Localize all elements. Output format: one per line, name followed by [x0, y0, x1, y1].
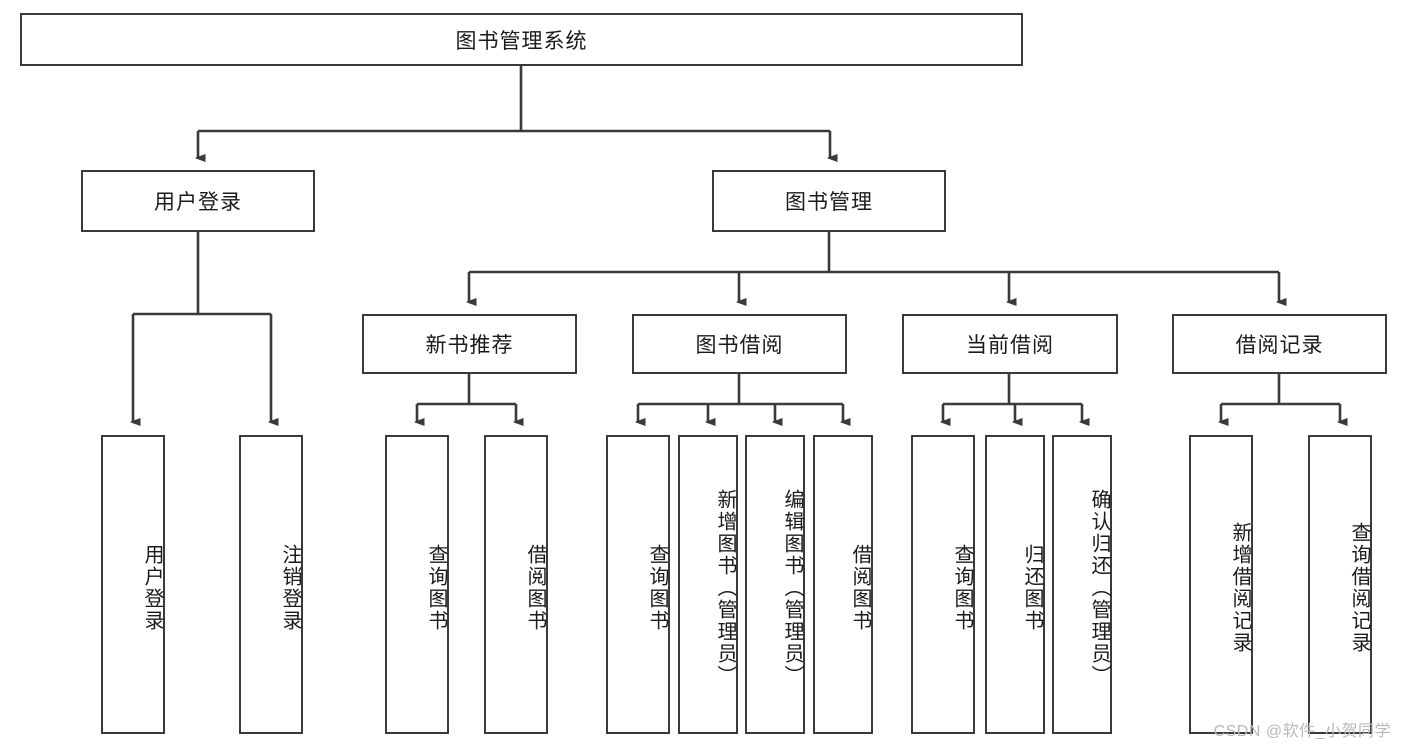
- leaf-query-book-current[interactable]: 查询图书: [911, 435, 975, 734]
- leaf-return-book[interactable]: 归还图书: [985, 435, 1045, 734]
- node-label: 归还图书: [1021, 543, 1043, 632]
- node-book-management[interactable]: 图书管理: [712, 170, 946, 232]
- leaf-query-book-borrow[interactable]: 查询图书: [606, 435, 670, 734]
- leaf-edit-book-admin[interactable]: 编辑图书（管理员）: [745, 435, 805, 734]
- node-label: 新增图书（管理员）: [714, 488, 736, 687]
- node-label: 查询图书: [425, 543, 447, 632]
- leaf-borrow-book[interactable]: 借阅图书: [813, 435, 873, 734]
- node-label: 借阅图书: [524, 543, 546, 632]
- node-label: 查询借阅记录: [1348, 521, 1370, 654]
- node-label: 当前借阅: [966, 334, 1054, 357]
- leaf-user-login[interactable]: 用户登录: [101, 435, 165, 734]
- node-label: 新增借阅记录: [1229, 521, 1251, 654]
- leaf-logout[interactable]: 注销登录: [239, 435, 303, 734]
- node-borrow-record[interactable]: 借阅记录: [1172, 314, 1387, 374]
- node-label: 图书管理: [785, 191, 873, 214]
- csdn-watermark: CSDN @软件_小贺同学: [1213, 723, 1391, 740]
- node-label: 注销登录: [279, 543, 301, 632]
- node-label: 借阅图书: [849, 543, 871, 632]
- node-label: 确认归还（管理员）: [1088, 488, 1110, 687]
- node-label: 借阅记录: [1235, 334, 1324, 357]
- node-label: 新书推荐: [425, 334, 514, 357]
- node-label: 图书管理系统: [455, 29, 588, 53]
- node-label: 查询图书: [951, 543, 973, 632]
- node-new-book-recommend[interactable]: 新书推荐: [362, 314, 577, 374]
- node-label: 用户登录: [154, 191, 242, 214]
- node-label: 查询图书: [646, 543, 668, 632]
- leaf-add-borrow-record[interactable]: 新增借阅记录: [1189, 435, 1253, 734]
- node-book-borrow[interactable]: 图书借阅: [632, 314, 847, 374]
- leaf-query-borrow-record[interactable]: 查询借阅记录: [1308, 435, 1372, 734]
- node-label: 用户登录: [141, 543, 163, 632]
- node-label: 图书借阅: [695, 334, 784, 357]
- node-root[interactable]: 图书管理系统: [20, 13, 1023, 66]
- node-current-borrow[interactable]: 当前借阅: [902, 314, 1118, 374]
- node-label: 编辑图书（管理员）: [781, 488, 803, 687]
- leaf-borrow-book-recommend[interactable]: 借阅图书: [484, 435, 548, 734]
- leaf-confirm-return-admin[interactable]: 确认归还（管理员）: [1052, 435, 1112, 734]
- leaf-query-book-recommend[interactable]: 查询图书: [385, 435, 449, 734]
- leaf-add-book-admin[interactable]: 新增图书（管理员）: [678, 435, 738, 734]
- node-user-login[interactable]: 用户登录: [81, 170, 315, 232]
